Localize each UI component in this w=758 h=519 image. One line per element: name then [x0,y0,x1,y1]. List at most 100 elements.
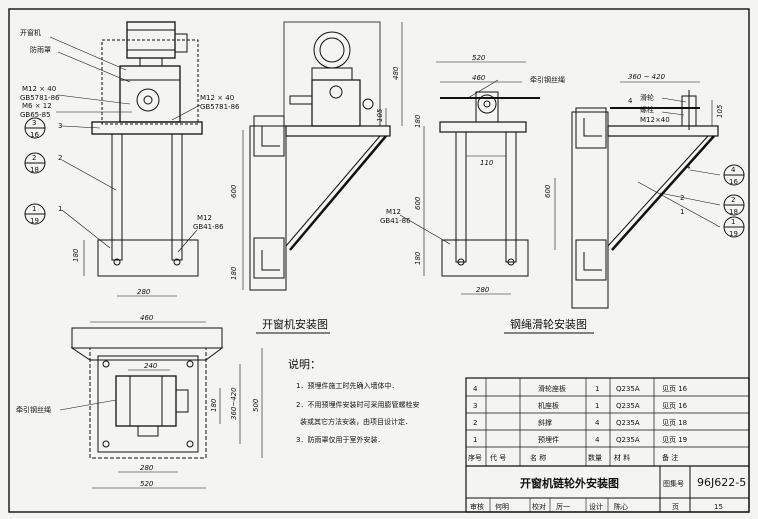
svg-text:18: 18 [729,208,738,216]
leader-number: 1 [58,205,62,213]
svg-text:代 号: 代 号 [490,453,506,462]
svg-text:19: 19 [729,230,738,238]
embedded-plate [97,239,199,277]
svg-text:滑轮座板: 滑轮座板 [538,384,566,393]
atlas-label: 图集号 [663,479,684,488]
dim-360-420-plan: 360~420 [230,387,238,420]
label-bolt-m12x40-b: M12 × 40 [200,94,234,102]
title-block: 开窗机链轮外安装图 图集号 96J622-5 审核 何明 校对 厉一 设计 陈心… [470,476,746,511]
drawing-title: 开窗机链轮外安装图 [520,476,619,490]
table-row: 2 斜撑 4 Q235A 见页 18 [473,418,687,427]
svg-text:2: 2 [32,154,36,162]
leader-number: 4 [686,163,691,171]
note-item: 2．不用预埋件安装时可采用膨管螺栓安 [296,400,419,409]
dim-520-plan: 520 [140,480,154,488]
base-plate [91,121,203,135]
svg-text:斜撑: 斜撑 [538,418,552,427]
svg-text:序号: 序号 [468,453,482,462]
svg-text:Q235A: Q235A [616,402,640,410]
dim-480: 480 [392,66,400,80]
front-view: 180 280 [49,21,203,297]
callout-3-16: 3 16 [24,117,46,139]
notes: 说明： 1．预埋件施工时先确入墙体中． 2．不用预埋件安装时可采用膨管螺栓安 装… [288,357,419,444]
dim-360-420: 360 ~ 420 [628,73,666,81]
dim-180-pulley-top: 180 [414,114,422,128]
svg-text:预埋件: 预埋件 [538,435,559,444]
svg-text:2: 2 [473,419,477,427]
label-window-opener: 开窗机 [20,28,41,37]
svg-text:机座板: 机座板 [538,401,559,410]
dim-460-plan: 460 [140,314,154,322]
label-bolt-m12x40: M12 × 40 [22,85,56,93]
pulley-side-view: 360 ~ 420 105 600 [544,73,724,309]
leader-number: 2 [680,194,684,202]
dim-520: 520 [472,54,486,62]
plan-view: 460 240 180 360~420 500 280 520 [59,314,263,489]
callout-4-16: 4 16 [723,164,745,186]
svg-text:1: 1 [595,402,599,410]
motor-plan [115,375,177,427]
svg-text:1: 1 [473,436,477,444]
note-item: 3．防雨罩仅用于室外安装． [296,435,384,444]
pulley-front-view: 520 460 110 180 600 180 280 [399,54,540,295]
svg-text:见页 16: 见页 16 [662,402,688,410]
svg-text:见页 18: 见页 18 [662,419,687,427]
dim-105-b: 105 [716,104,724,118]
label-bolt-m6x12: M6 × 12 [22,102,52,110]
leader-number: 4 [628,97,633,105]
parts-table [465,377,750,513]
label-rain-cover: 防雨罩 [30,45,51,54]
dim-280-pulley: 280 [476,286,490,294]
dim-110: 110 [480,159,494,167]
page-label: 页 [672,503,679,511]
label-gb5781-b: GB5781-86 [200,103,240,111]
table-row: 4 滑轮座板 1 Q235A 见页 16 [473,384,688,393]
dim-280-front: 280 [137,288,151,296]
svg-text:名 称: 名 称 [530,453,546,462]
svg-text:2: 2 [731,196,735,204]
svg-text:4: 4 [595,436,600,444]
label-m12-b: M12 [386,208,401,216]
svg-text:4: 4 [473,385,478,393]
label-bolt: 螺栓 [640,105,654,114]
dim-240: 240 [144,362,158,370]
design-label: 设计 [589,502,603,511]
dim-600-side: 600 [230,184,238,198]
dim-105: 105 [376,108,384,122]
table-row: 3 机座板 1 Q235A 见页 16 [473,401,688,410]
note-item: 装或其它方法安装，由项目设计定． [300,417,412,426]
bracket-plate [285,125,391,137]
svg-text:4: 4 [731,166,736,174]
dim-180-plan: 180 [210,398,218,412]
dim-280-plan: 280 [140,464,154,472]
dim-460: 460 [472,74,486,82]
support-leg [111,133,123,261]
gearbox [119,65,181,123]
svg-text:3: 3 [32,119,36,127]
label-gb65: GB65-85 [20,111,51,119]
svg-text:16: 16 [729,178,738,186]
leader-number: 1 [680,208,684,216]
label-gb41-b: GB41-86 [380,217,411,225]
svg-text:18: 18 [30,166,39,174]
table-row: 1 预埋件 4 Q235A 见页 19 [473,435,687,444]
svg-text:数量: 数量 [588,453,602,462]
title-pulley-install: 钢绳滑轮安装图 [510,317,587,331]
pulley-wheel [477,94,497,114]
notes-heading: 说明： [288,357,321,371]
design-signature: 陈心 [614,502,628,511]
title-opener-install: 开窗机安装图 [262,317,328,331]
svg-text:材 料: 材 料 [614,453,630,462]
dim-600-right: 600 [544,184,552,198]
svg-text:Q235A: Q235A [616,436,640,444]
review-label: 审核 [470,502,484,511]
label-gb5781-a: GB5781-86 [20,94,60,102]
motor-end-circle [313,31,351,69]
callout-1-19: 1 19 [24,203,46,225]
support-leg [171,133,183,261]
svg-text:19: 19 [30,217,39,225]
pulley-bracket-plate [607,125,719,137]
gearbox-side [311,79,361,127]
label-m12x40-c: M12×40 [640,116,670,124]
